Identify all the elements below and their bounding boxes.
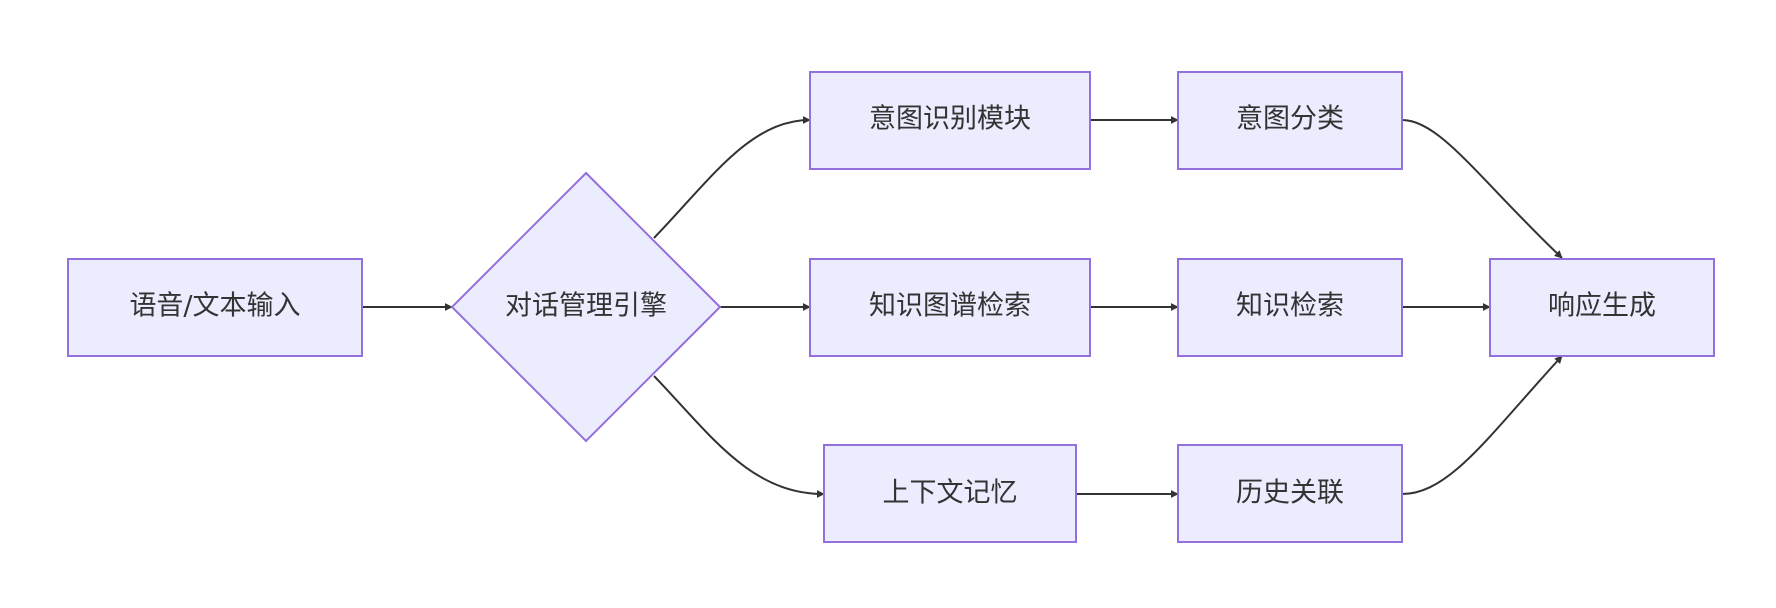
edge-engine-context-memory <box>653 375 825 498</box>
node-history-association: 历史关联 <box>1177 444 1403 543</box>
node-knowledge-search: 知识检索 <box>1177 258 1403 357</box>
edge-intent-class-response <box>1401 119 1563 259</box>
node-kg-search: 知识图谱检索 <box>809 258 1091 357</box>
node-dialog-engine-label: 对话管理引擎 <box>505 291 667 322</box>
node-knowledge-search-label: 知识检索 <box>1236 291 1344 322</box>
node-intent-module: 意图识别模块 <box>809 71 1091 170</box>
node-input-label: 语音/文本输入 <box>129 291 300 322</box>
node-response-generation: 响应生成 <box>1489 258 1715 357</box>
node-history-association-label: 历史关联 <box>1236 478 1344 509</box>
edge-history-response <box>1401 355 1563 495</box>
node-intent-class: 意图分类 <box>1177 71 1403 170</box>
edge-engine-intent-module <box>653 116 811 239</box>
node-response-generation-label: 响应生成 <box>1548 291 1656 322</box>
node-input: 语音/文本输入 <box>67 258 363 357</box>
edges <box>362 116 1563 498</box>
node-intent-class-label: 意图分类 <box>1236 104 1344 135</box>
node-context-memory-label: 上下文记忆 <box>883 478 1018 509</box>
node-dialog-engine: 对话管理引擎 <box>450 171 722 443</box>
node-context-memory: 上下文记忆 <box>823 444 1077 543</box>
node-intent-module-label: 意图识别模块 <box>869 104 1031 135</box>
node-kg-search-label: 知识图谱检索 <box>869 291 1031 322</box>
